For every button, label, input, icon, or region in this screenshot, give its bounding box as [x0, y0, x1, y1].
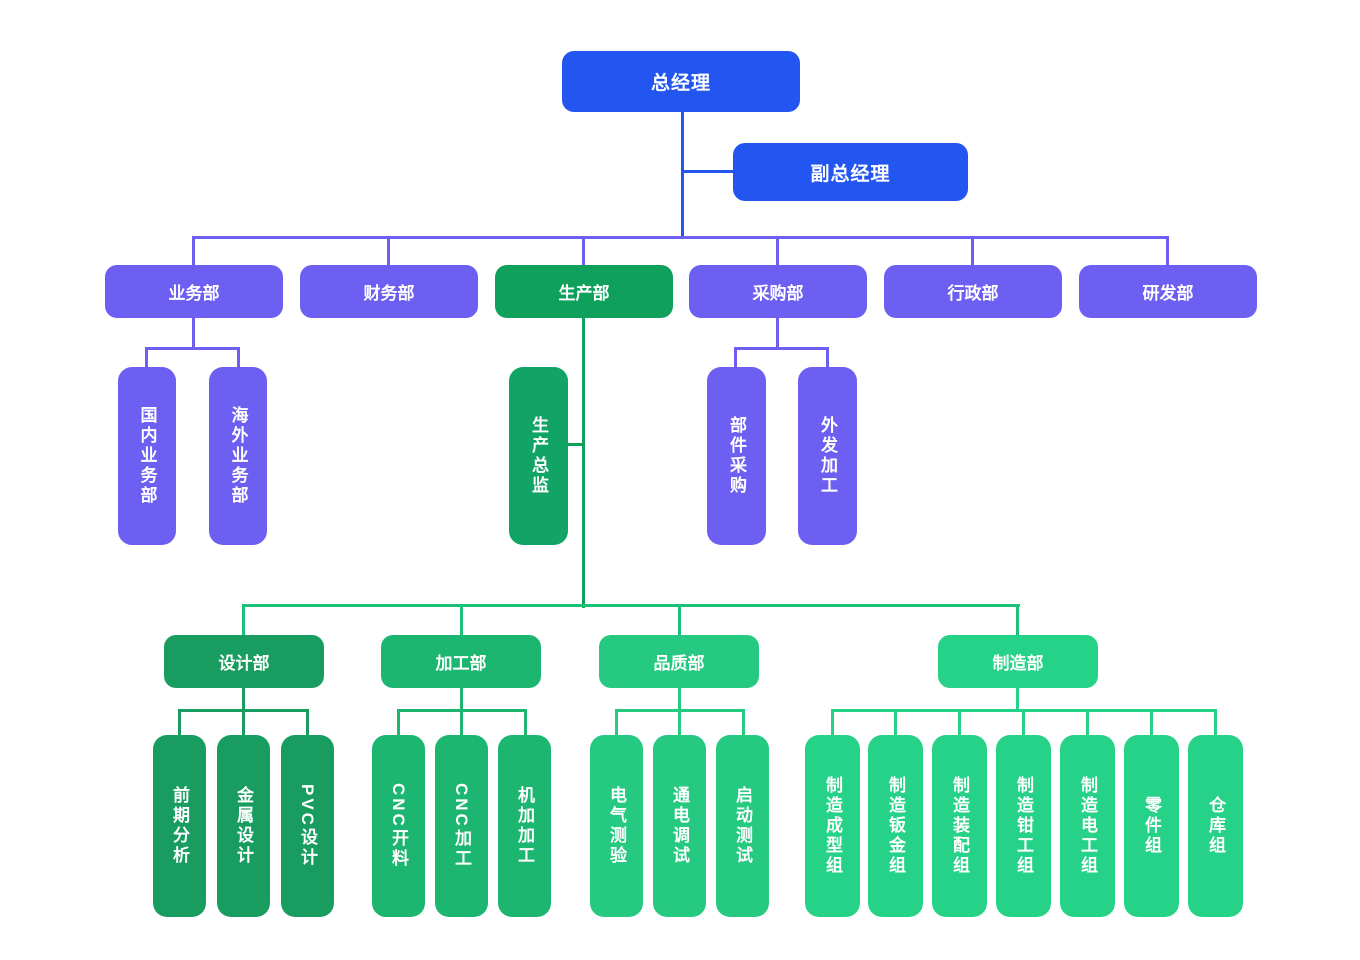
connector [242, 604, 245, 638]
connector [1166, 236, 1169, 266]
node-mechanical-machining[interactable]: 机加加工 [498, 735, 551, 917]
connector [1214, 709, 1217, 737]
node-cnc-machining[interactable]: CNC加工 [435, 735, 488, 917]
connector [1150, 709, 1153, 737]
connector [776, 236, 779, 266]
node-sheet-metal-group[interactable]: 制造钣金组 [868, 735, 923, 917]
node-purchasing-dept[interactable]: 采购部 [689, 265, 867, 318]
connector [192, 318, 195, 350]
node-rd-dept[interactable]: 研发部 [1079, 265, 1257, 318]
node-admin-dept[interactable]: 行政部 [884, 265, 1062, 318]
connector [192, 236, 1169, 239]
connector [681, 112, 684, 239]
connector [192, 236, 195, 266]
connector [734, 347, 829, 350]
connector [397, 709, 400, 737]
node-production-dept[interactable]: 生产部 [495, 265, 673, 318]
node-quality-dept[interactable]: 品质部 [599, 635, 759, 688]
node-overseas-business[interactable]: 海外业务部 [209, 367, 267, 545]
connector [582, 318, 585, 608]
connector [387, 236, 390, 266]
connector [460, 709, 463, 737]
connector [1016, 604, 1019, 638]
connector [1022, 709, 1025, 737]
connector [460, 604, 463, 638]
connector [306, 709, 309, 737]
node-pvc-design[interactable]: PVC设计 [281, 735, 334, 917]
node-production-director[interactable]: 生产总监 [509, 367, 568, 545]
node-outsourced-processing[interactable]: 外发加工 [798, 367, 857, 545]
connector [734, 347, 737, 369]
connector [776, 318, 779, 350]
node-design-dept[interactable]: 设计部 [164, 635, 324, 688]
connector [678, 688, 681, 712]
node-preliminary-analysis[interactable]: 前期分析 [153, 735, 206, 917]
node-business-dept[interactable]: 业务部 [105, 265, 283, 318]
node-finance-dept[interactable]: 财务部 [300, 265, 478, 318]
connector [566, 443, 585, 446]
node-domestic-business[interactable]: 国内业务部 [118, 367, 176, 545]
node-cnc-cutting[interactable]: CNC开料 [372, 735, 425, 917]
node-startup-test[interactable]: 启动测试 [716, 735, 769, 917]
node-parts-purchasing[interactable]: 部件采购 [707, 367, 766, 545]
connector [678, 604, 681, 638]
node-parts-group[interactable]: 零件组 [1124, 735, 1179, 917]
connector [958, 709, 961, 737]
connector [681, 170, 733, 173]
node-power-on-debug[interactable]: 通电调试 [653, 735, 706, 917]
connector [242, 688, 245, 712]
connector [242, 604, 1020, 607]
node-general-manager[interactable]: 总经理 [562, 51, 800, 112]
connector [145, 347, 240, 350]
connector [524, 709, 527, 737]
node-machining-dept[interactable]: 加工部 [381, 635, 541, 688]
node-fitter-group[interactable]: 制造钳工组 [996, 735, 1051, 917]
node-assembly-group[interactable]: 制造装配组 [932, 735, 987, 917]
connector [826, 347, 829, 369]
node-deputy-general-manager[interactable]: 副总经理 [733, 143, 968, 201]
connector [1086, 709, 1089, 737]
connector [145, 347, 148, 369]
connector [178, 709, 181, 737]
connector [242, 709, 245, 737]
connector [582, 236, 585, 266]
connector [460, 688, 463, 712]
node-manufacturing-dept[interactable]: 制造部 [938, 635, 1098, 688]
node-molding-group[interactable]: 制造成型组 [805, 735, 860, 917]
node-warehouse-group[interactable]: 仓库组 [1188, 735, 1243, 917]
connector [615, 709, 618, 737]
connector [237, 347, 240, 369]
connector [894, 709, 897, 737]
node-electrical-test[interactable]: 电气测验 [590, 735, 643, 917]
connector [678, 709, 681, 737]
connector [1016, 688, 1019, 712]
node-metal-design[interactable]: 金属设计 [217, 735, 270, 917]
connector [831, 709, 834, 737]
node-electrician-group[interactable]: 制造电工组 [1060, 735, 1115, 917]
connector [742, 709, 745, 737]
connector [971, 236, 974, 266]
